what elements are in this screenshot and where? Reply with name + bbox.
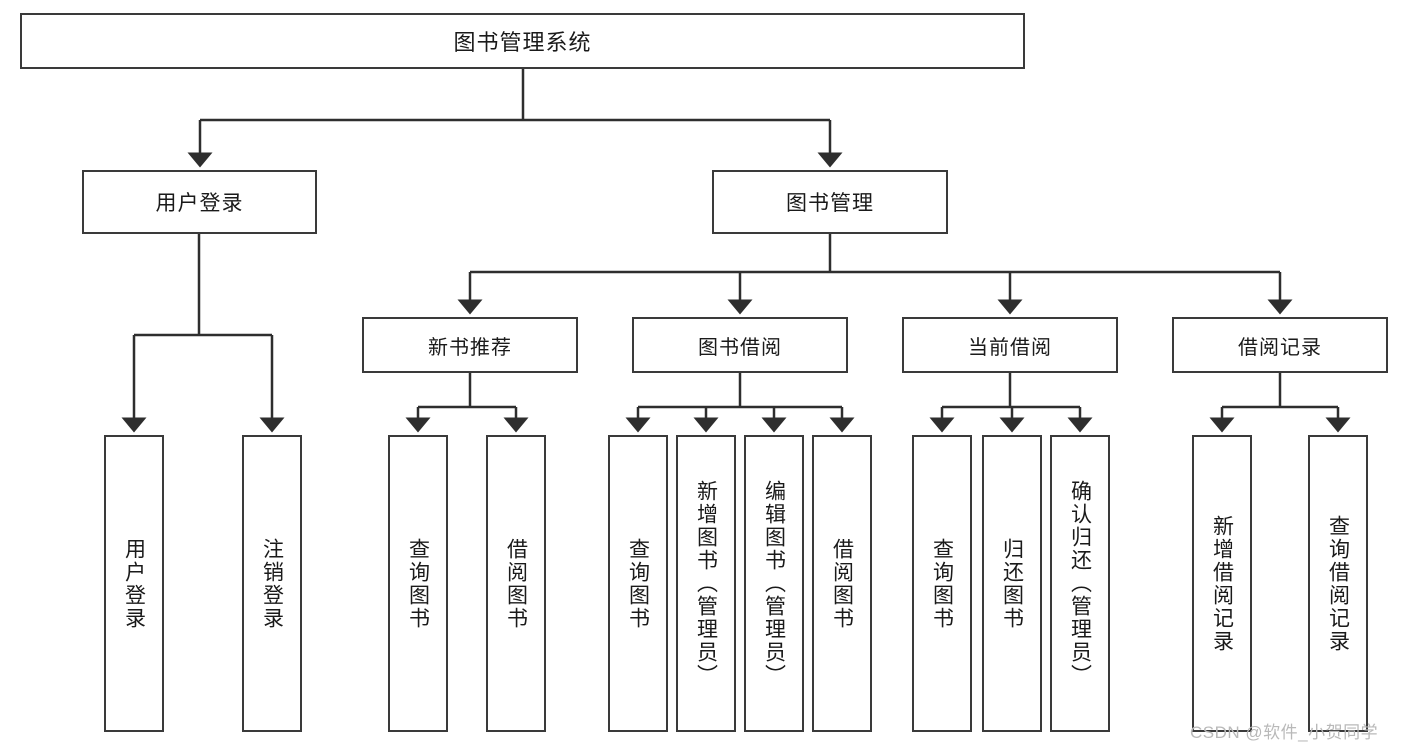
node-book-borrow-label: 图书借阅 <box>698 336 782 359</box>
leaf-edit-book-admin[interactable]: 编辑图书（管理员） <box>744 435 804 732</box>
node-borrow-record-label: 借阅记录 <box>1238 336 1322 359</box>
leaf-add-book-admin-label: 新增图书（管理员） <box>694 480 718 687</box>
leaf-add-borrow-record[interactable]: 新增借阅记录 <box>1192 435 1252 732</box>
node-book-manage-label: 图书管理 <box>786 192 874 215</box>
leaf-return-book-label: 归还图书 <box>1000 537 1024 630</box>
leaf-user-logout-label: 注销登录 <box>260 537 284 630</box>
leaf-confirm-return-admin[interactable]: 确认归还（管理员） <box>1050 435 1110 732</box>
node-user-login-label: 用户登录 <box>155 192 244 215</box>
node-new-book-recommend[interactable]: 新书推荐 <box>362 317 578 373</box>
leaf-query-book-2-label: 查询图书 <box>626 537 650 630</box>
node-book-borrow[interactable]: 图书借阅 <box>632 317 848 373</box>
leaf-confirm-return-admin-label: 确认归还（管理员） <box>1068 480 1092 687</box>
leaf-borrow-book-1[interactable]: 借阅图书 <box>486 435 546 732</box>
leaf-borrow-book-1-label: 借阅图书 <box>504 537 528 630</box>
leaf-query-book-3-label: 查询图书 <box>930 537 954 630</box>
leaf-user-logout[interactable]: 注销登录 <box>242 435 302 732</box>
csdn-watermark: CSDN @软件_小贺同学 <box>1190 723 1379 742</box>
leaf-user-login[interactable]: 用户登录 <box>104 435 164 732</box>
leaf-query-book-2[interactable]: 查询图书 <box>608 435 668 732</box>
leaf-query-book-1-label: 查询图书 <box>406 537 430 630</box>
node-current-borrow[interactable]: 当前借阅 <box>902 317 1118 373</box>
leaf-add-book-admin[interactable]: 新增图书（管理员） <box>676 435 736 732</box>
node-user-login[interactable]: 用户登录 <box>82 170 317 234</box>
node-root-label: 图书管理系统 <box>453 30 592 55</box>
leaf-query-book-1[interactable]: 查询图书 <box>388 435 448 732</box>
leaf-query-borrow-record-label: 查询借阅记录 <box>1326 514 1350 653</box>
leaf-user-login-label: 用户登录 <box>122 537 146 630</box>
node-root[interactable]: 图书管理系统 <box>20 13 1025 69</box>
leaf-borrow-book-2-label: 借阅图书 <box>830 537 854 630</box>
leaf-borrow-book-2[interactable]: 借阅图书 <box>812 435 872 732</box>
leaf-add-borrow-record-label: 新增借阅记录 <box>1210 514 1234 653</box>
leaf-return-book[interactable]: 归还图书 <box>982 435 1042 732</box>
leaf-query-borrow-record[interactable]: 查询借阅记录 <box>1308 435 1368 732</box>
leaf-query-book-3[interactable]: 查询图书 <box>912 435 972 732</box>
leaf-edit-book-admin-label: 编辑图书（管理员） <box>762 480 786 687</box>
node-borrow-record[interactable]: 借阅记录 <box>1172 317 1388 373</box>
node-current-borrow-label: 当前借阅 <box>968 336 1052 359</box>
node-book-manage[interactable]: 图书管理 <box>712 170 948 234</box>
node-new-book-recommend-label: 新书推荐 <box>428 336 512 359</box>
